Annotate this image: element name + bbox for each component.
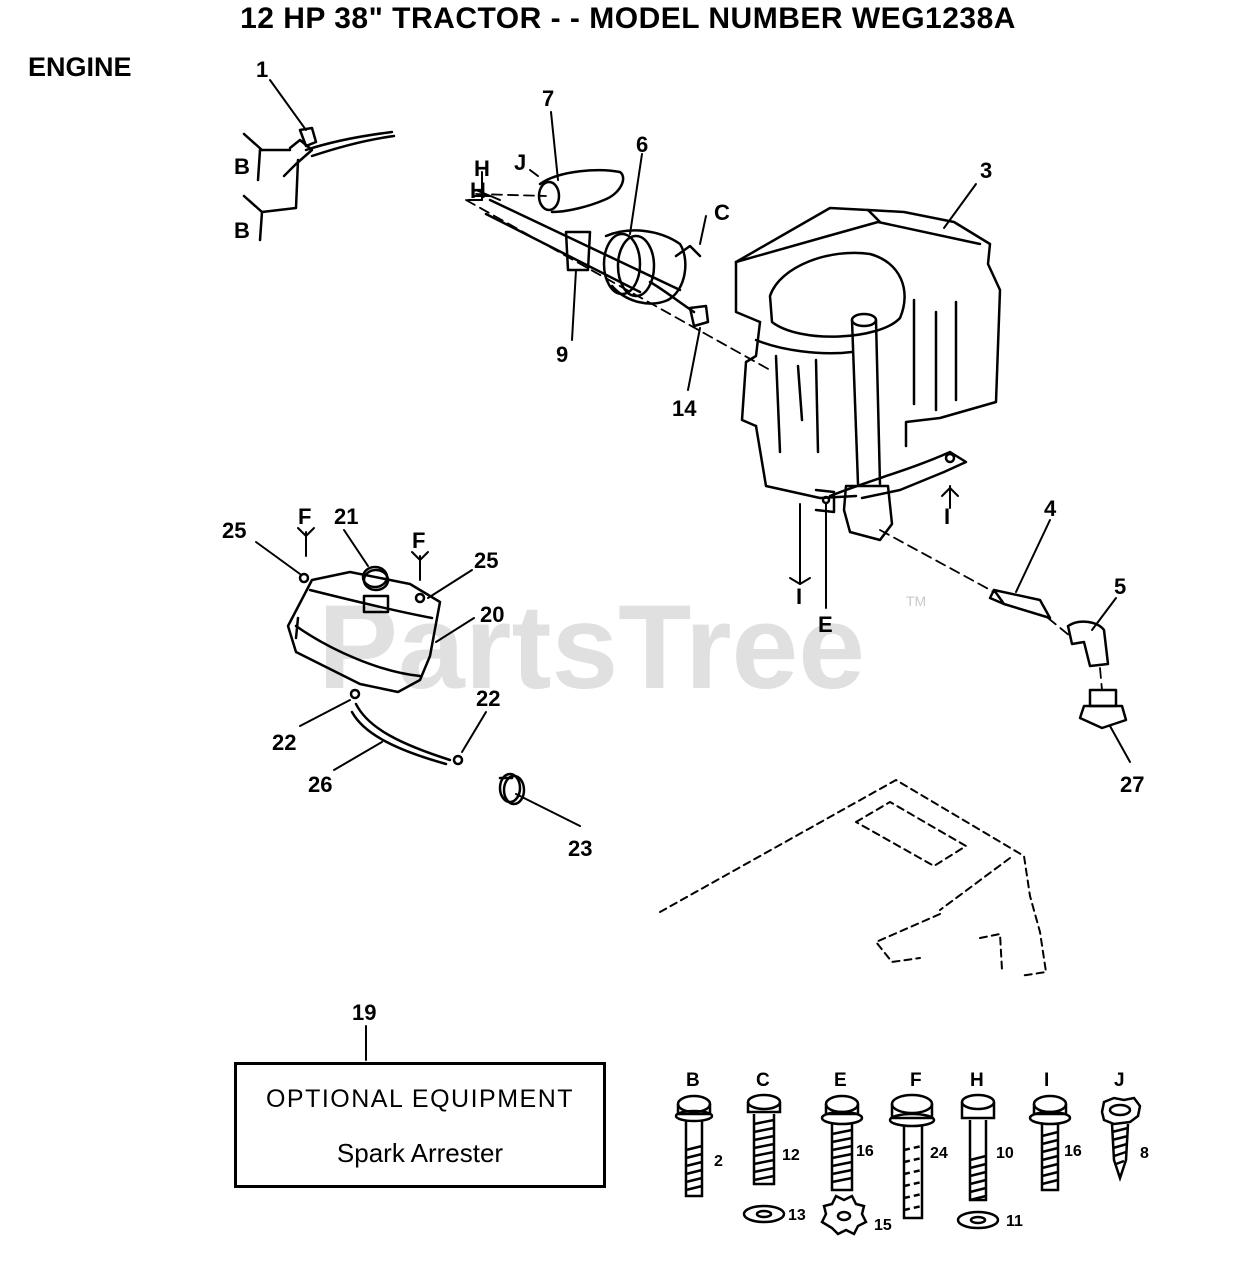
callout-25-right: 25 bbox=[474, 548, 498, 573]
callout-21: 21 bbox=[334, 504, 358, 529]
ref-i-lower: I bbox=[796, 584, 802, 609]
callout-22-right: 22 bbox=[476, 686, 500, 711]
callout-7: 7 bbox=[542, 86, 554, 111]
optional-equipment-item: Spark Arrester bbox=[336, 1138, 504, 1168]
hardware-j: J 8 bbox=[1100, 1070, 1149, 1182]
ref-h-upper: H bbox=[474, 156, 490, 181]
hardware-c-washer: 13 bbox=[788, 1207, 806, 1224]
hardware-e-letter: E bbox=[834, 1070, 847, 1091]
section-label: ENGINE bbox=[28, 52, 132, 82]
hardware-e: E 16 15 bbox=[820, 1070, 892, 1236]
hardware-f-letter: F bbox=[910, 1070, 922, 1091]
oil-drain-elbow bbox=[1066, 620, 1110, 668]
callout-23: 23 bbox=[568, 836, 592, 861]
callout-4: 4 bbox=[1044, 496, 1057, 521]
chassis-frame bbox=[659, 779, 1047, 977]
throttle-bracket bbox=[242, 126, 396, 242]
hardware-i-letter: I bbox=[1044, 1070, 1049, 1091]
callout-20: 20 bbox=[480, 602, 504, 627]
optional-equipment-label: OPTIONAL EQUIPMENT bbox=[265, 1085, 575, 1113]
callout-19: 19 bbox=[352, 1000, 376, 1025]
callout-22-left: 22 bbox=[272, 730, 296, 755]
ref-h-lower: H bbox=[470, 178, 486, 203]
callout-14: 14 bbox=[672, 396, 697, 421]
hardware-b: B 2 bbox=[674, 1070, 723, 1198]
hardware-j-part: 8 bbox=[1140, 1145, 1149, 1162]
ref-i-right: I bbox=[944, 504, 950, 529]
ref-f-left: F bbox=[298, 504, 311, 529]
hardware-e-washer: 15 bbox=[874, 1217, 892, 1234]
callout-5: 5 bbox=[1114, 574, 1126, 599]
hardware-b-part: 2 bbox=[714, 1153, 723, 1170]
hardware-i-part: 16 bbox=[1064, 1143, 1082, 1160]
reference-tags bbox=[297, 169, 959, 609]
ref-c: C bbox=[714, 200, 730, 225]
hardware-i: I 16 bbox=[1028, 1070, 1082, 1192]
hardware-b-letter: B bbox=[686, 1070, 700, 1091]
callout-27: 27 bbox=[1120, 772, 1144, 797]
hardware-h: H 10 11 bbox=[956, 1070, 1023, 1230]
callout-1: 1 bbox=[256, 57, 268, 82]
hardware-h-washer: 11 bbox=[1006, 1213, 1023, 1230]
hardware-c: C 12 13 bbox=[742, 1070, 806, 1224]
grommet-left bbox=[298, 572, 310, 584]
oil-drain-nipple bbox=[988, 588, 1052, 620]
optional-equipment-box: OPTIONAL EQUIPMENT Spark Arrester bbox=[234, 1062, 606, 1188]
hardware-e-part: 16 bbox=[856, 1143, 874, 1160]
leader-lines bbox=[255, 79, 1131, 1061]
drain-plug bbox=[1078, 688, 1128, 730]
hardware-f-part: 24 bbox=[930, 1145, 948, 1162]
hardware-h-letter: H bbox=[970, 1070, 984, 1091]
dash-lines bbox=[465, 193, 1103, 691]
watermark-tm: TM bbox=[906, 593, 926, 609]
watermark: PartsTree bbox=[318, 580, 865, 714]
fuel-tank bbox=[286, 568, 442, 694]
fuel-cap bbox=[361, 565, 389, 589]
hardware-j-letter: J bbox=[1114, 1070, 1125, 1091]
hardware-legend: B 2 C bbox=[674, 1070, 1149, 1236]
fuel-line bbox=[349, 688, 464, 766]
callout-26: 26 bbox=[308, 772, 332, 797]
grommet-right bbox=[414, 592, 426, 604]
ref-j: J bbox=[514, 150, 526, 175]
hardware-f: F 24 bbox=[888, 1070, 948, 1220]
callout-6: 6 bbox=[636, 132, 648, 157]
air-cleaner-assembly bbox=[484, 168, 710, 328]
fuel-filter bbox=[498, 772, 526, 806]
hardware-c-part: 12 bbox=[782, 1147, 800, 1164]
page-title: 12 HP 38" TRACTOR - - MODEL NUMBER WEG12… bbox=[240, 2, 1016, 35]
engine-block bbox=[734, 206, 1002, 542]
callout-9: 9 bbox=[556, 342, 568, 367]
ref-e: E bbox=[818, 612, 833, 637]
ref-f-right: F bbox=[412, 528, 425, 553]
hardware-c-letter: C bbox=[756, 1070, 770, 1091]
ref-b-lower: B bbox=[234, 218, 250, 243]
hardware-h-part: 10 bbox=[996, 1145, 1014, 1162]
callout-3: 3 bbox=[980, 158, 992, 183]
callout-25-left: 25 bbox=[222, 518, 246, 543]
ref-b-upper: B bbox=[234, 154, 250, 179]
